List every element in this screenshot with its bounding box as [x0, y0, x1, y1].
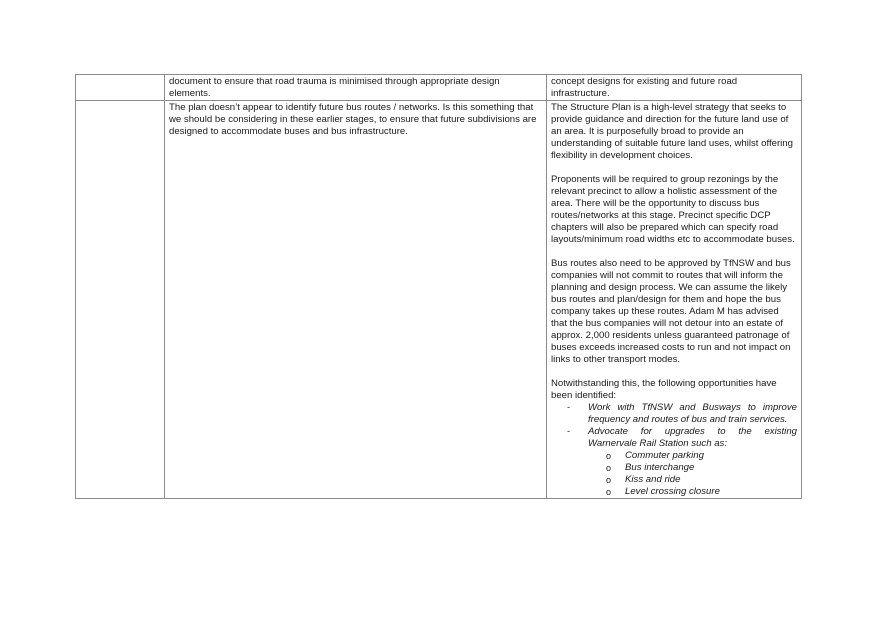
table-row: document to ensure that road trauma is m… — [75, 74, 802, 101]
list-item: - Advocate for upgrades to the existing … — [567, 426, 797, 498]
opportunities-intro: Notwithstanding this, the following oppo… — [551, 378, 777, 401]
circle-bullet: o — [606, 475, 612, 485]
sub-list-item-text: Commuter parking — [625, 450, 704, 461]
circle-bullet: o — [606, 487, 612, 497]
circle-bullet: o — [606, 463, 612, 473]
response-cell: The Structure Plan is a high-level strat… — [546, 100, 802, 499]
table-row: The plan doesn’t appear to identify futu… — [75, 100, 802, 499]
comments-table: document to ensure that road trauma is m… — [75, 74, 802, 499]
empty-cell — [75, 74, 165, 101]
sub-list-item-text: Bus interchange — [625, 462, 695, 473]
sub-list-item: o Kiss and ride — [606, 474, 797, 486]
question-cell: The plan doesn’t appear to identify futu… — [164, 100, 547, 499]
station-upgrades-list: o Commuter parking o Bus interchange o K… — [588, 450, 797, 498]
response-paragraph: Proponents will be required to group rez… — [551, 174, 795, 245]
empty-cell — [75, 100, 165, 499]
sub-list-item-text: Kiss and ride — [625, 474, 681, 485]
question-cell: document to ensure that road trauma is m… — [164, 74, 547, 101]
dash-bullet: - — [567, 402, 571, 413]
response-paragraph: Bus routes also need to be approved by T… — [551, 258, 791, 365]
circle-bullet: o — [606, 451, 612, 461]
response-paragraph: The Structure Plan is a high-level strat… — [551, 102, 793, 161]
list-item-text: Advocate for upgrades to the existing Wa… — [588, 426, 797, 449]
list-item-text: Work with TfNSW and Busways to improve f… — [588, 402, 797, 425]
sub-list-item: o Bus interchange — [606, 462, 797, 474]
sub-list-item: o Commuter parking — [606, 450, 797, 462]
response-cell: concept designs for existing and future … — [546, 74, 802, 101]
sub-list-item: o Level crossing closure — [606, 486, 797, 498]
list-item: - Work with TfNSW and Busways to improve… — [567, 402, 797, 426]
dash-bullet: - — [567, 426, 571, 437]
opportunities-list: - Work with TfNSW and Busways to improve… — [551, 402, 797, 498]
sub-list-item-text: Level crossing closure — [625, 486, 720, 497]
